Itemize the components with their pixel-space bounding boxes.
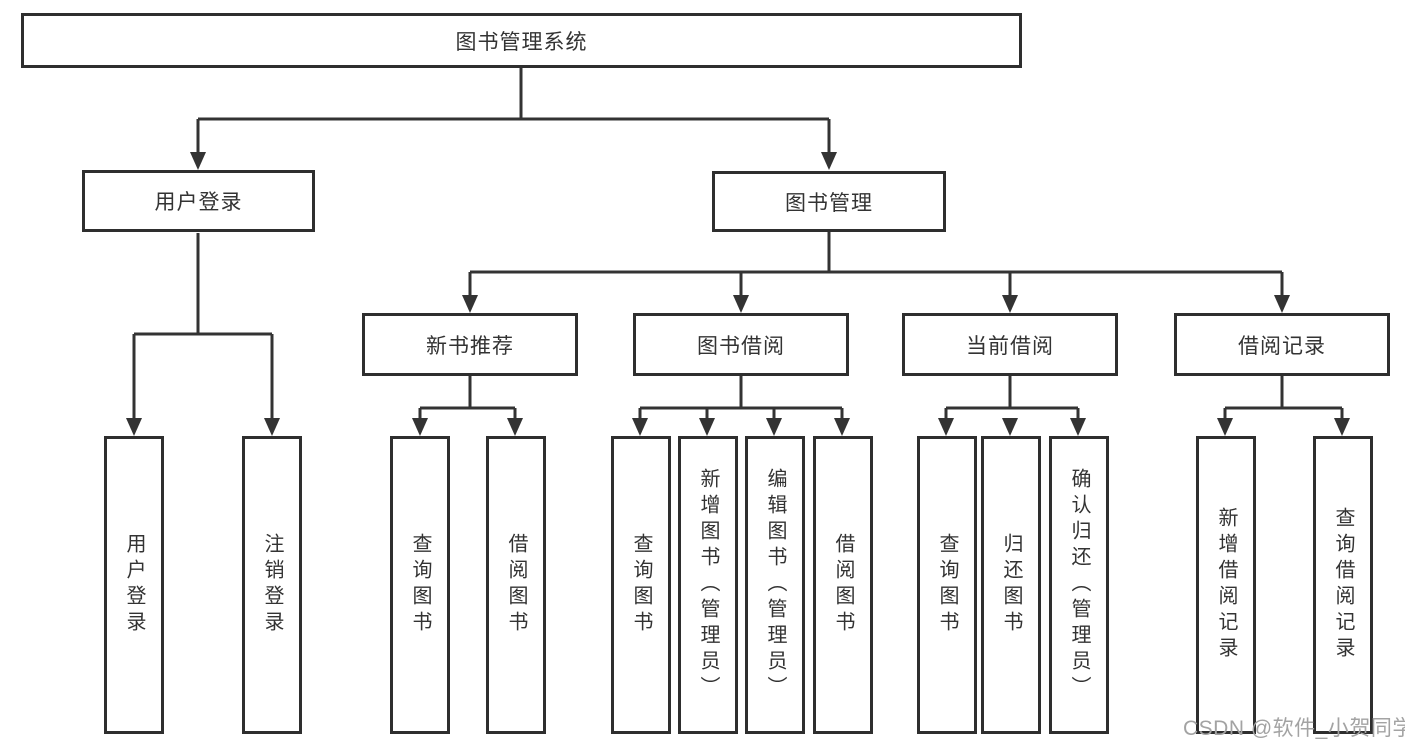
node-leaf-logout: 注销登录 [242, 436, 302, 734]
node-leaf-records-query-record: 查询借阅记录 [1313, 436, 1373, 734]
node-leaf-recommend-query-books-label: 查询图书 [409, 533, 431, 637]
arrowheads [126, 152, 1350, 436]
node-user-login: 用户登录 [82, 170, 315, 232]
node-leaf-current-return-books-label: 归还图书 [1000, 533, 1022, 637]
node-current-borrowing-label: 当前借阅 [966, 334, 1054, 358]
node-leaf-records-add-record: 新增借阅记录 [1196, 436, 1256, 734]
node-leaf-borrowing-edit-books-admin: 编辑图书（管理员） [745, 436, 805, 734]
node-leaf-records-query-record-label: 查询借阅记录 [1332, 507, 1354, 663]
node-leaf-records-add-record-label: 新增借阅记录 [1215, 507, 1237, 663]
node-leaf-borrowing-borrow-books: 借阅图书 [813, 436, 873, 734]
node-leaf-current-confirm-return-admin: 确认归还（管理员） [1049, 436, 1109, 734]
node-leaf-borrowing-add-books-admin-label: 新增图书（管理员） [697, 468, 719, 702]
node-leaf-borrowing-add-books-admin: 新增图书（管理员） [678, 436, 738, 734]
node-leaf-borrowing-query-books-label: 查询图书 [630, 533, 652, 637]
node-leaf-user-login-label: 用户登录 [123, 533, 145, 637]
node-leaf-user-login: 用户登录 [104, 436, 164, 734]
node-leaf-recommend-borrow-books-label: 借阅图书 [505, 533, 527, 637]
node-leaf-current-query-books: 查询图书 [917, 436, 977, 734]
node-leaf-logout-label: 注销登录 [261, 533, 283, 637]
node-borrow-records-label: 借阅记录 [1238, 334, 1326, 358]
node-book-borrowing: 图书借阅 [633, 313, 849, 376]
node-new-book-recommend: 新书推荐 [362, 313, 578, 376]
node-leaf-recommend-borrow-books: 借阅图书 [486, 436, 546, 734]
node-leaf-borrowing-borrow-books-label: 借阅图书 [832, 533, 854, 637]
node-book-management: 图书管理 [712, 171, 946, 232]
node-book-borrowing-label: 图书借阅 [697, 334, 785, 358]
node-current-borrowing: 当前借阅 [902, 313, 1118, 376]
node-leaf-current-confirm-return-admin-label: 确认归还（管理员） [1068, 468, 1090, 702]
node-book-management-label: 图书管理 [785, 191, 873, 215]
node-leaf-current-return-books: 归还图书 [981, 436, 1041, 734]
node-leaf-borrowing-query-books: 查询图书 [611, 436, 671, 734]
node-user-login-label: 用户登录 [154, 191, 243, 214]
csdn-watermark: CSDN @软件_小贺同学 [1183, 717, 1405, 740]
node-leaf-current-query-books-label: 查询图书 [936, 533, 958, 637]
node-system-root-label: 图书管理系统 [455, 30, 588, 54]
node-new-book-recommend-label: 新书推荐 [426, 334, 514, 358]
node-leaf-borrowing-edit-books-admin-label: 编辑图书（管理员） [764, 468, 786, 702]
node-borrow-records: 借阅记录 [1174, 313, 1390, 376]
node-system-root: 图书管理系统 [21, 13, 1022, 68]
node-leaf-recommend-query-books: 查询图书 [390, 436, 450, 734]
